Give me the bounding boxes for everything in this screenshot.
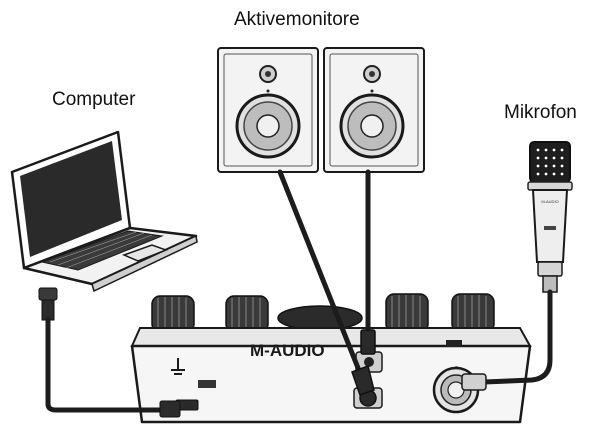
speaker-cable-right <box>360 169 376 355</box>
label-computer: Computer <box>52 89 136 110</box>
interface-rear-panel <box>130 344 532 424</box>
power-symbol-icon <box>171 358 185 375</box>
usb-cable <box>38 287 181 418</box>
interface-big-knob <box>277 305 363 331</box>
microphone: M-AUDIO <box>527 141 573 293</box>
interface-knob-1 <box>151 295 195 333</box>
phantom-power-switch <box>446 340 462 347</box>
interface-knob-3 <box>385 293 429 333</box>
output-jacks <box>353 351 383 409</box>
interface-brand-logo: M-AUDIO <box>250 341 325 360</box>
label-active-monitors: Aktivemonitore <box>234 9 360 30</box>
laptop-keyboard <box>40 230 164 271</box>
usb-plug-top <box>38 287 58 301</box>
microphone-cable <box>461 289 553 391</box>
usb-label-icon <box>198 380 216 388</box>
speaker-cable-left <box>277 169 375 396</box>
audio-interface: M-AUDIO ⊕ <box>130 293 532 424</box>
interface-knob-2 <box>225 295 269 333</box>
active-monitor-right <box>323 47 425 173</box>
xlr-plug <box>461 373 487 391</box>
microphone-logo: M-AUDIO <box>541 199 558 204</box>
laptop-computer <box>10 130 198 293</box>
label-microphone: Mikrofon <box>504 102 577 123</box>
usb-plug-end <box>159 400 181 418</box>
laptop-touchpad <box>121 244 169 262</box>
interface-knob-4 <box>451 293 495 333</box>
laptop-screen <box>20 141 122 257</box>
active-monitor-left <box>217 47 319 173</box>
